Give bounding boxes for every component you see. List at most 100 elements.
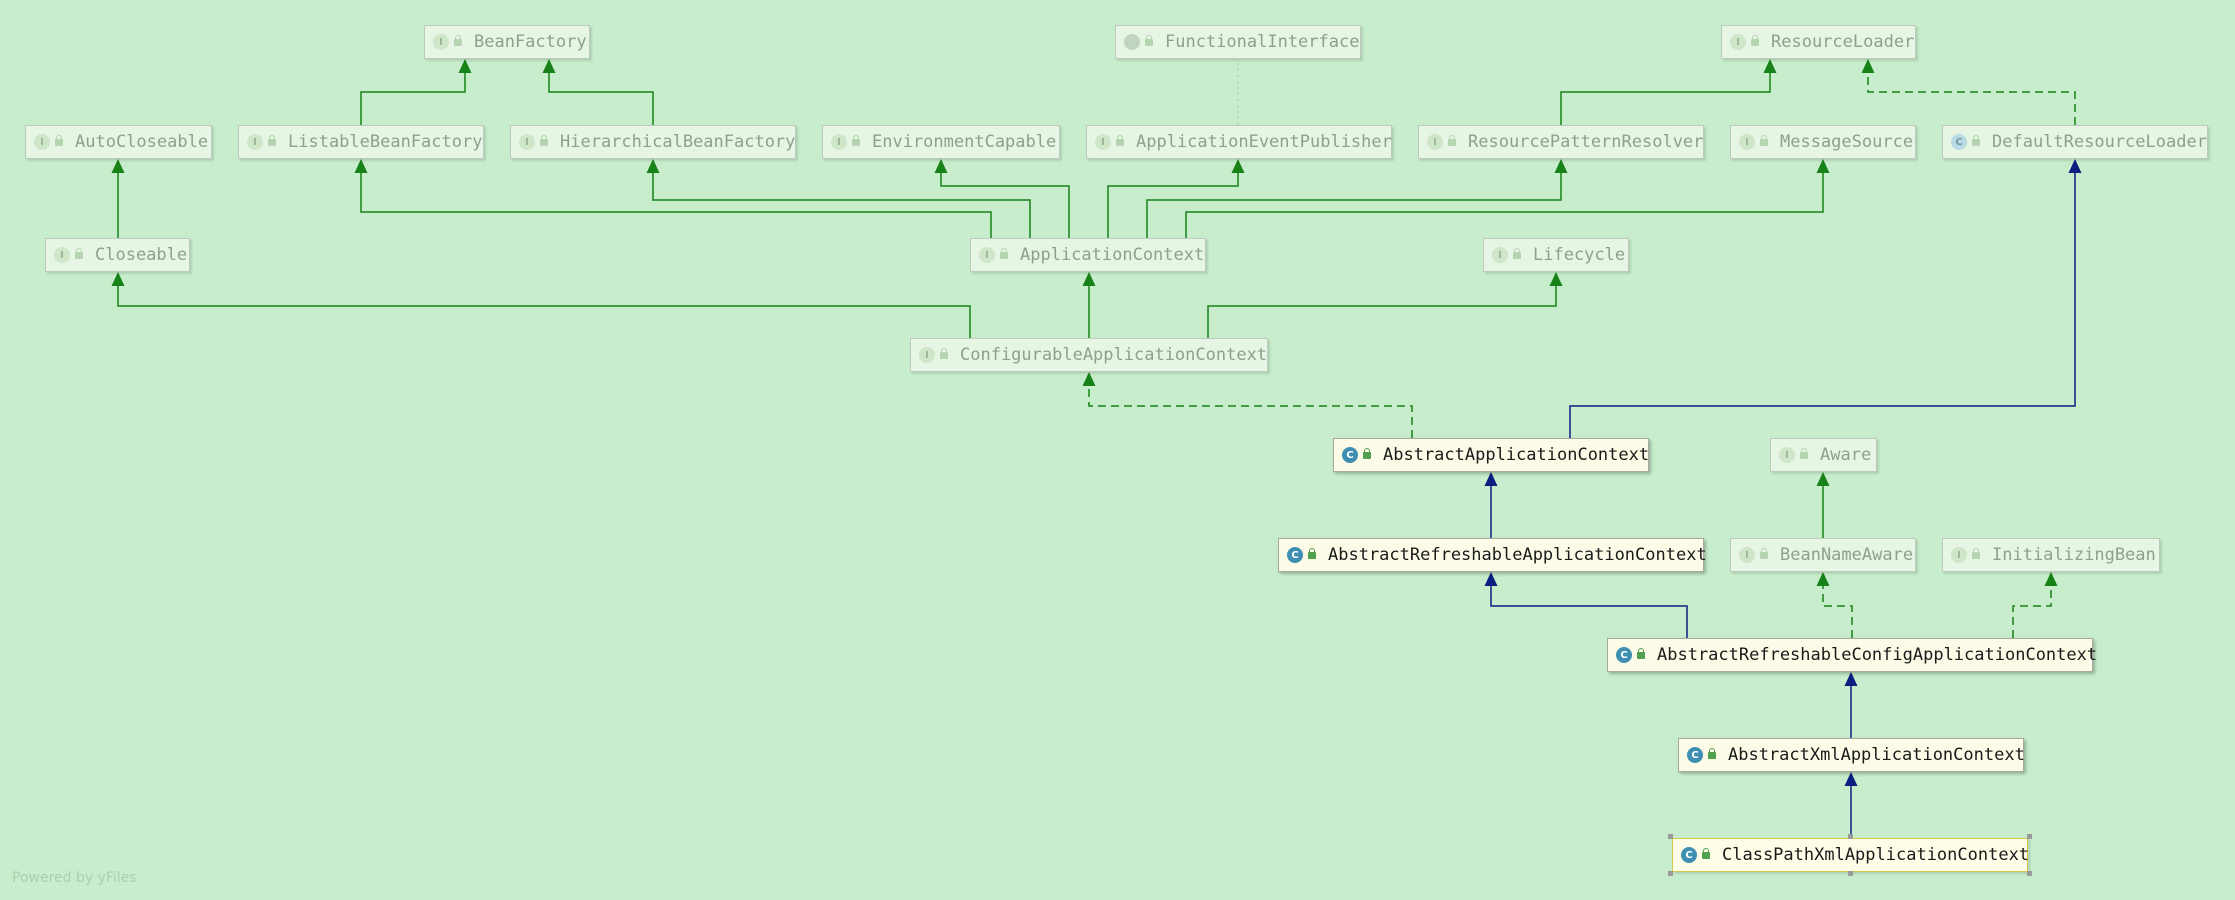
arrowhead [1082, 272, 1096, 286]
public-access-icon [1760, 134, 1768, 146]
arrowhead [1554, 159, 1568, 173]
edge-AbstractRefreshableConfigApplicationContext-to-BeanNameAware[interactable] [1816, 572, 1853, 638]
public-access-icon [1751, 34, 1759, 46]
edge-ResourcePatternResolver-to-ResourceLoader[interactable] [1560, 59, 1777, 125]
edge-ListableBeanFactory-to-BeanFactory[interactable] [360, 59, 472, 125]
arrowhead [458, 59, 472, 73]
node-label: ListableBeanFactory [288, 132, 483, 152]
edge-line [1207, 285, 1557, 338]
edge-line [940, 172, 1070, 238]
node-label: BeanFactory [474, 32, 587, 52]
public-access-icon [1800, 447, 1808, 459]
interface-kind-icon: I [34, 134, 50, 150]
selection-handle[interactable] [1848, 871, 1853, 876]
node-label: ResourceLoader [1771, 32, 1915, 52]
node-label: AbstractRefreshableApplicationContext [1328, 545, 1707, 565]
edge-AbstractRefreshableConfigApplicationContext-to-InitializingBean[interactable] [2012, 572, 2058, 638]
arrowhead [354, 159, 368, 173]
edge-ApplicationContext-to-MessageSource[interactable] [1185, 159, 1830, 238]
edge-line [1490, 585, 1688, 638]
node-label: AutoCloseable [75, 132, 209, 152]
public-access-icon [1972, 134, 1980, 146]
selection-handle[interactable] [1668, 871, 1673, 876]
selection-handle[interactable] [2027, 834, 2032, 839]
arrowhead [2044, 572, 2058, 586]
class-kind-icon: C [1342, 447, 1358, 463]
arrowhead [2068, 159, 2082, 173]
edge-ApplicationContext-to-HierarchicalBeanFactory[interactable] [646, 159, 1031, 238]
public-access-icon [1637, 647, 1645, 659]
edge-ApplicationContext-to-ListableBeanFactory[interactable] [354, 159, 992, 238]
edge-line [2012, 585, 2052, 638]
node-FunctionalInterface[interactable]: @FunctionalInterface [1115, 25, 1361, 59]
public-access-icon [1448, 134, 1456, 146]
edge-ConfigurableApplicationContext-to-Lifecycle[interactable] [1207, 272, 1563, 338]
interface-kind-icon: I [1739, 547, 1755, 563]
edge-ConfigurableApplicationContext-to-ApplicationContext[interactable] [1082, 272, 1096, 338]
edge-AbstractXmlApplicationContext-to-AbstractRefreshableConfigApplicationContext[interactable] [1844, 672, 1858, 738]
annotation-kind-icon: @ [1124, 34, 1140, 50]
interface-kind-icon: I [519, 134, 535, 150]
node-label: MessageSource [1780, 132, 1914, 152]
watermark: Powered by yFiles [12, 870, 137, 886]
edge-DefaultResourceLoader-to-ResourceLoader[interactable] [1861, 59, 2076, 125]
edge-HierarchicalBeanFactory-to-BeanFactory[interactable] [542, 59, 654, 125]
edge-ApplicationContext-to-ApplicationEventPublisher[interactable] [1107, 159, 1245, 238]
arrowhead [1484, 472, 1498, 486]
edge-AbstractApplicationContext-to-ConfigurableApplicationContext[interactable] [1082, 372, 1413, 438]
node-label: EnvironmentCapable [872, 132, 1057, 152]
selection-handle[interactable] [2027, 871, 2032, 876]
edge-ApplicationContext-to-EnvironmentCapable[interactable] [934, 159, 1070, 238]
edge-AbstractRefreshableApplicationContext-to-AbstractApplicationContext[interactable] [1484, 472, 1498, 538]
edge-line [1569, 172, 2076, 438]
edge-line [548, 72, 654, 125]
edge-ApplicationContext-to-ResourcePatternResolver[interactable] [1146, 159, 1568, 238]
node-ConfigurableApplicationContext[interactable]: I ConfigurableApplicationContext [910, 338, 1268, 372]
node-label: ConfigurableApplicationContext [960, 345, 1268, 365]
interface-kind-icon: I [1779, 447, 1795, 463]
arrowhead [542, 59, 556, 73]
node-label: Aware [1820, 445, 1872, 465]
edge-BeanNameAware-to-Aware[interactable] [1816, 472, 1830, 538]
edge-AbstractApplicationContext-to-DefaultResourceLoader[interactable] [1569, 159, 2082, 438]
public-access-icon [1760, 547, 1768, 559]
node-Aware[interactable]: I Aware [1770, 438, 1877, 472]
edge-AbstractRefreshableConfigApplicationContext-to-AbstractRefreshableApplicationContext[interactable] [1484, 572, 1688, 638]
public-access-icon [55, 134, 63, 146]
edge-Closeable-to-AutoCloseable[interactable] [111, 159, 125, 238]
public-access-icon [1145, 34, 1153, 46]
edge-line [1560, 72, 1771, 125]
arrowhead [1484, 572, 1498, 586]
selection-handle[interactable] [1668, 834, 1673, 839]
node-AutoCloseable[interactable]: I AutoCloseable [25, 125, 212, 159]
selection-handle[interactable] [1848, 834, 1853, 839]
interface-kind-icon: I [919, 347, 935, 363]
arrowhead [1844, 672, 1858, 686]
public-access-icon [1702, 847, 1710, 859]
edge-ConfigurableApplicationContext-to-Closeable[interactable] [111, 272, 971, 338]
public-access-icon [1308, 547, 1316, 559]
node-label: ApplicationEventPublisher [1136, 132, 1392, 152]
edge-ClassPathXmlApplicationContext-to-AbstractXmlApplicationContext[interactable] [1844, 772, 1858, 838]
public-access-icon [1972, 547, 1980, 559]
